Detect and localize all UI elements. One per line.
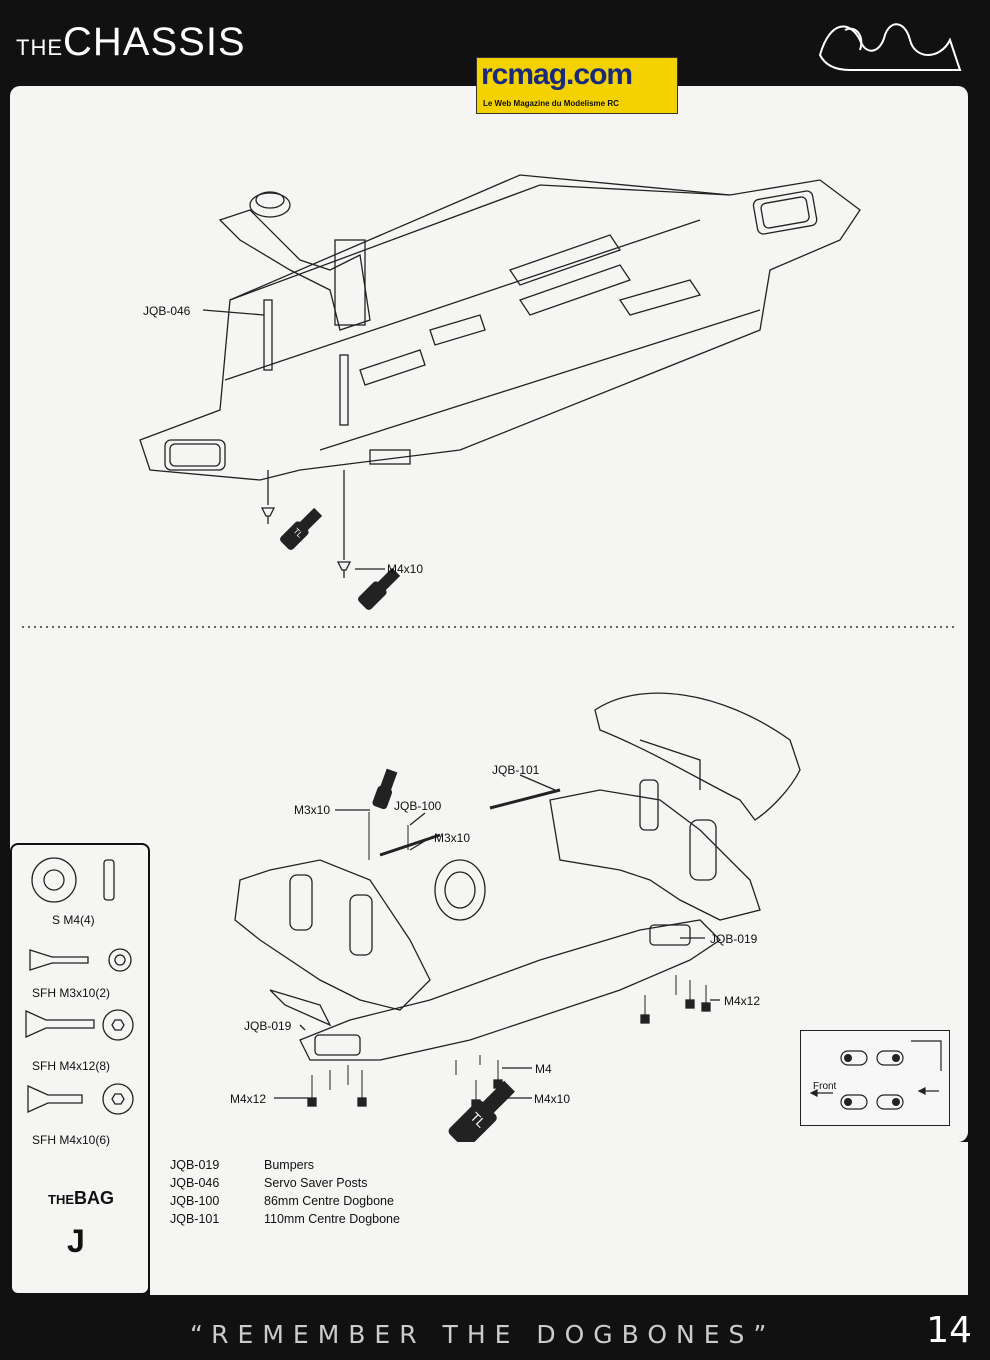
hex-tool-small	[372, 768, 398, 810]
callout-jqb-101: JQB-101	[492, 763, 540, 777]
page-number: 14	[926, 1310, 972, 1351]
screw-m4x12-icon	[25, 1009, 95, 1039]
washer-side-icon	[103, 859, 115, 901]
lower-chassis	[299, 919, 722, 1061]
part-desc: Servo Saver Posts	[264, 1176, 368, 1190]
page-title: THECHASSIS	[16, 20, 246, 65]
bag-title-prefix: THE	[48, 1192, 74, 1207]
callout-m4x10-lower: M4x10	[534, 1092, 571, 1106]
callout-jqb-019-rear: JQB-019	[710, 932, 758, 946]
instruction-panel	[10, 86, 968, 1142]
bag-letter: J	[67, 1223, 85, 1259]
rcmag-tagline: Le Web Magazine du Modelisme RC	[483, 99, 619, 108]
servo-saver	[249, 192, 291, 218]
callout-m4x12-left: M4x12	[230, 1092, 267, 1106]
page-title-prefix: THE	[16, 35, 63, 60]
washer-icon	[31, 857, 77, 903]
bag-item-label: SFH M4x10(6)	[32, 1133, 111, 1147]
page-title-main: CHASSIS	[63, 20, 246, 64]
callout-m3x10-left: M3x10	[294, 803, 331, 817]
rcmag-site: rcmag.com	[481, 58, 633, 91]
front-orientation-diagram: Front	[800, 1030, 950, 1126]
screw-m4x10-icon	[27, 1084, 83, 1114]
bag-hardware-graphics	[25, 857, 134, 1115]
bag-item-label: SFH M4x12(8)	[32, 1059, 111, 1073]
rear-wing	[594, 692, 801, 821]
centre-diff	[434, 859, 486, 921]
bag-title: THEBAG	[48, 1188, 114, 1209]
callout-m4x12-right: M4x12	[724, 994, 761, 1008]
orientation-graphic	[809, 1040, 942, 1110]
servo-saver-post	[263, 299, 273, 371]
callout-jqb-019-front: JQB-019	[244, 1019, 292, 1033]
jq-logo	[818, 23, 962, 71]
hex-tool-upper	[280, 507, 323, 550]
bag-item-label: S M4(4)	[52, 913, 95, 927]
part-desc: Bumpers	[264, 1158, 315, 1172]
screw-m3-icon	[29, 949, 89, 971]
part-code: JQB-100	[170, 1194, 220, 1208]
callout-m3x10-right: M3x10	[434, 831, 471, 845]
callout-m4x10-upper: M4x10	[387, 562, 424, 576]
footer-slogan: “REMEMBER THE DOGBONES”	[190, 1320, 776, 1349]
bag-item-label: SFH M3x10(2)	[32, 986, 111, 1000]
rcmag-watermark: rcmag.com Le Web Magazine du Modelisme R…	[476, 57, 678, 114]
hardware-bag-box: S M4(4) SFH M3x10(2) SFH M4x12(8) SFH M4…	[10, 843, 150, 1295]
front-bumper	[269, 989, 332, 1027]
callout-jqb-046: JQB-046	[143, 304, 191, 318]
part-code: JQB-101	[170, 1212, 220, 1226]
parts-list-panel	[150, 1142, 968, 1295]
part-code: JQB-046	[170, 1176, 220, 1190]
upper-chassis-plate	[139, 174, 861, 481]
part-desc: 110mm Centre Dogbone	[264, 1212, 400, 1226]
part-code: JQB-019	[170, 1158, 220, 1172]
front-label: Front	[813, 1081, 837, 1092]
callout-m4-nut: M4	[535, 1062, 552, 1076]
dogbone-110	[489, 788, 561, 810]
hex-tool-lower	[448, 1080, 515, 1149]
callout-jqb-100: JQB-100	[394, 799, 442, 813]
bag-title-main: BAG	[74, 1188, 114, 1208]
part-desc: 86mm Centre Dogbone	[264, 1194, 394, 1208]
dogbone-86	[379, 833, 441, 857]
screw-head-icon	[108, 948, 132, 972]
